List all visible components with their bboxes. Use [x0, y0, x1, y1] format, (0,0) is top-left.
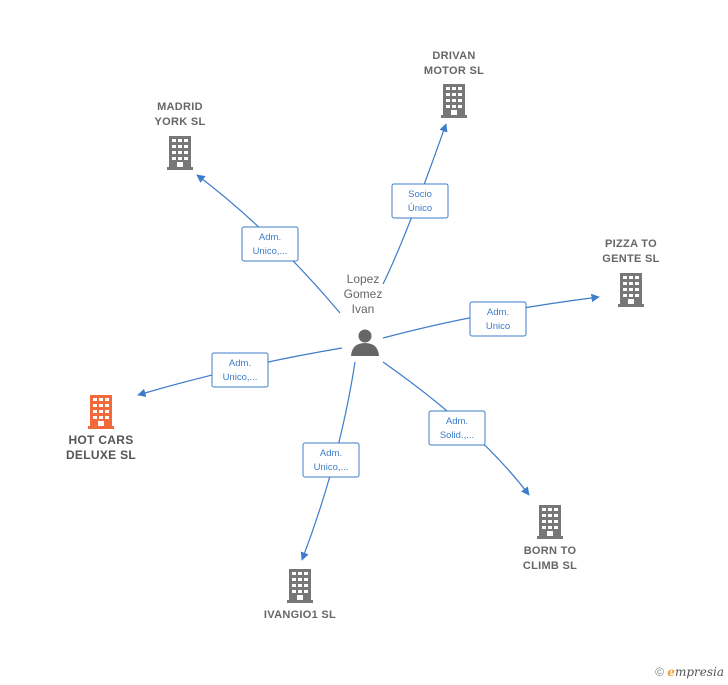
edge-label-border	[241, 226, 299, 262]
edge-pizza[interactable]: Adm. Unico	[382, 293, 600, 339]
company-node-ivangio[interactable]: IVANGIO1 SL	[264, 569, 336, 621]
company-label: MOTOR SL	[424, 65, 484, 77]
empresia-logo[interactable]: empresia	[667, 665, 724, 679]
edge-label-box[interactable]: Adm. Unico	[469, 301, 527, 337]
edge-label-text: Adm.	[259, 232, 281, 243]
edge-label-text: Unico,...	[223, 372, 258, 383]
edge-label-box[interactable]: Adm. Unico,...	[211, 352, 269, 388]
company-label: CLIMB SL	[523, 560, 577, 572]
person-label: Gomez	[344, 287, 383, 301]
company-label: BORN TO	[524, 545, 577, 557]
edge-madrid[interactable]: Adm. Unico,...	[196, 174, 341, 314]
building-icon	[537, 505, 563, 539]
edge-label-text: Adm.	[487, 307, 509, 318]
edge-label-text: Socio	[408, 189, 432, 200]
edge-label-text: Unico,...	[314, 462, 349, 473]
edge-label-text: Unico	[486, 321, 510, 332]
copyright-symbol: ©	[655, 665, 664, 679]
person-label: Ivan	[352, 302, 375, 316]
company-node-drivan[interactable]: DRIVAN MOTOR SL	[424, 50, 484, 118]
edge-hotcars[interactable]: Adm. Unico,...	[137, 347, 343, 397]
building-icon	[618, 273, 644, 307]
company-label: DELUXE SL	[66, 448, 136, 462]
edge-label-border	[428, 410, 486, 446]
nodes-layer: DRIVAN MOTOR SL MADRID YORK SL PIZZA TO GENTE…	[66, 50, 659, 621]
company-label: PIZZA TO	[605, 238, 657, 250]
company-label: DRIVAN	[432, 50, 475, 62]
company-label: GENTE SL	[602, 253, 659, 265]
company-node-pizza[interactable]: PIZZA TO GENTE SL	[602, 238, 659, 307]
edge-label-text: Unico,...	[253, 246, 288, 257]
company-label: YORK SL	[155, 116, 206, 128]
company-node-madrid[interactable]: MADRID YORK SL	[155, 101, 206, 170]
building-icon	[287, 569, 313, 603]
building-icon	[167, 136, 193, 170]
edge-label-border	[469, 301, 527, 337]
edge-label-text: Adm.	[320, 448, 342, 459]
edge-label-border	[211, 352, 269, 388]
edge-label-box[interactable]: Adm. Unico,...	[241, 226, 299, 262]
person-label: Lopez	[347, 272, 380, 286]
edge-label-text: Solid.,...	[440, 430, 474, 441]
footer-brand: © empresia	[655, 665, 724, 679]
building-icon	[88, 395, 114, 429]
edge-line	[382, 123, 448, 285]
edges-layer: SocioÚnicoAdm.Unico,...Adm.UnicoAdm.Unic…	[137, 123, 600, 561]
company-label: MADRID	[157, 101, 203, 113]
company-label: HOT CARS	[68, 433, 133, 447]
edge-label-border	[302, 442, 360, 478]
edge-born[interactable]: Adm. Solid.,...	[382, 361, 530, 496]
edge-label-box[interactable]: Adm. Unico,...	[302, 442, 360, 478]
edge-ivangio[interactable]: Adm. Unico,...	[300, 361, 360, 561]
edge-label-text: Adm.	[229, 358, 251, 369]
company-node-born[interactable]: BORN TO CLIMB SL	[523, 505, 577, 572]
company-label: IVANGIO1 SL	[264, 609, 336, 621]
edge-label-text: Adm.	[446, 416, 468, 427]
building-icon	[441, 84, 467, 118]
person-icon	[351, 329, 379, 356]
edge-label-border	[391, 183, 449, 219]
edge-label-text: Único	[408, 203, 432, 214]
edge-label-box[interactable]: Adm. Solid.,...	[428, 410, 486, 446]
